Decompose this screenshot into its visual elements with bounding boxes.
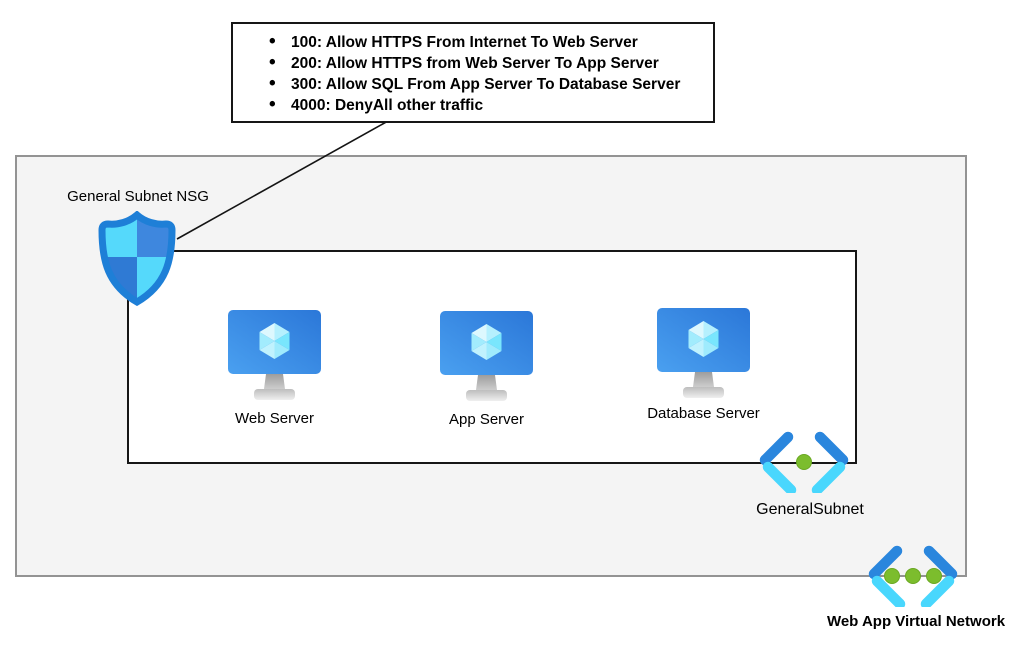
virtual-machine-icon (228, 310, 321, 400)
nsg-rule-item: 300: Allow SQL From App Server To Databa… (269, 73, 713, 95)
server-label: Database Server (647, 405, 760, 422)
vnet-label: Web App Virtual Network (826, 613, 1006, 630)
virtual-machine-icon (440, 311, 533, 401)
nsg-rules-list: 100: Allow HTTPS From Internet To Web Se… (233, 24, 713, 116)
nsg-label: General Subnet NSG (67, 188, 209, 205)
virtual-machine-icon (657, 308, 750, 398)
nsg-rule-item: 200: Allow HTTPS from Web Server To App … (269, 52, 713, 74)
cube-glyph (688, 321, 719, 357)
nsg-rules-box: 100: Allow HTTPS From Internet To Web Se… (231, 22, 715, 123)
nsg-rule-item: 4000: DenyAll other traffic (269, 94, 713, 116)
subnet-label: GeneralSubnet (756, 501, 864, 518)
server-database-server: Database Server (647, 308, 760, 422)
cube-glyph (259, 323, 290, 359)
server-app-server: App Server (440, 311, 533, 428)
subnet-icon (757, 431, 851, 496)
nsg-shield-icon (97, 210, 177, 308)
nsg-rule-item: 100: Allow HTTPS From Internet To Web Se… (269, 31, 713, 53)
cube-glyph (471, 324, 502, 360)
server-label: Web Server (235, 410, 314, 427)
server-web-server: Web Server (228, 310, 321, 427)
virtual-network-icon (866, 545, 960, 610)
server-label: App Server (448, 411, 525, 428)
